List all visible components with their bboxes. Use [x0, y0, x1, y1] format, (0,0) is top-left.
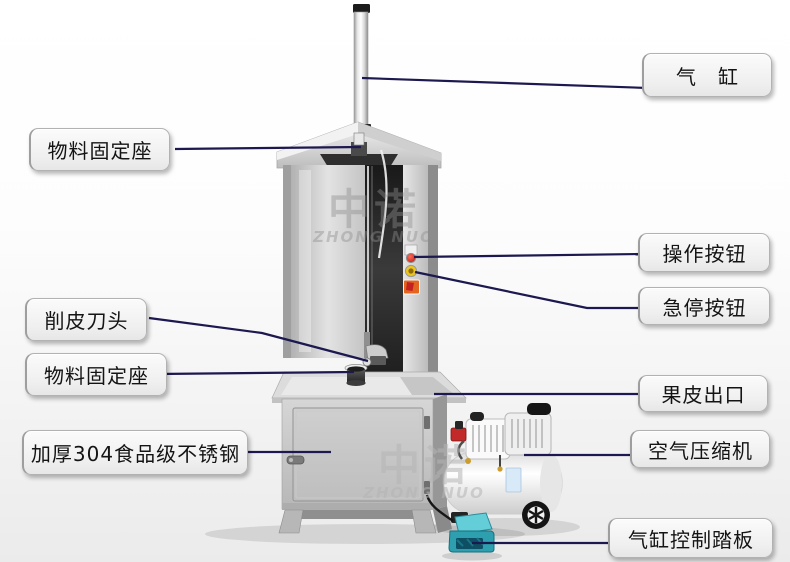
svg-text:ZHONG NUO: ZHONG NUO: [312, 228, 435, 246]
label-pedal: 气缸控制踏板: [608, 518, 773, 558]
foot-pedal: [425, 494, 495, 553]
callout-line-material-holder-top: [174, 145, 362, 151]
svg-text:中诺: 中诺: [378, 441, 470, 490]
material-holder-cup: [344, 364, 368, 386]
tower-roof: [276, 121, 442, 169]
callout-line-material-holder-bottom: [156, 370, 355, 376]
svg-text:ZHONG NUO: ZHONG NUO: [362, 484, 485, 502]
watermark-logo: 中诺 ZHONG NUO: [362, 441, 485, 502]
label-material-holder-top: 物料固定座: [29, 128, 170, 171]
air-cylinder-rod: [351, 4, 371, 133]
pedal-cable: [425, 494, 454, 522]
callout-line-peeling-blade: [148, 316, 369, 363]
label-material-holder-bottom: 物料固定座: [25, 353, 167, 396]
label-stainless-steel: 加厚304食品级不锈钢: [22, 430, 248, 475]
cabinet-door: [292, 407, 424, 502]
base-cabinet: [278, 394, 452, 534]
label-air-cylinder: 气 缸: [642, 53, 772, 97]
door-hinge: [424, 416, 430, 429]
label-operation-button: 操作按钮: [638, 233, 770, 272]
callout-lines: [148, 76, 649, 545]
control-button-panel: [403, 244, 420, 295]
label-peeling-blade: 削皮刀头: [25, 298, 147, 341]
compressor-wheel: [522, 501, 550, 529]
label-air-compressor: 空气压缩机: [630, 430, 770, 468]
tower-body: [283, 149, 438, 390]
door-hinge: [424, 481, 430, 494]
air-compressor-unit: [443, 403, 563, 529]
callout-line-operation-button: [413, 252, 641, 259]
svg-text:中诺: 中诺: [328, 185, 420, 234]
label-peel-outlet: 果皮出口: [638, 375, 768, 412]
watermark-logo: 中诺 ZHONG NUO: [312, 185, 435, 246]
label-emergency-stop-button: 急停按钮: [638, 287, 770, 325]
door-handle: [286, 455, 305, 465]
callout-line-air-cylinder: [361, 76, 649, 90]
callout-line-emergency-stop: [414, 270, 640, 310]
ground-shadows: [205, 518, 580, 561]
